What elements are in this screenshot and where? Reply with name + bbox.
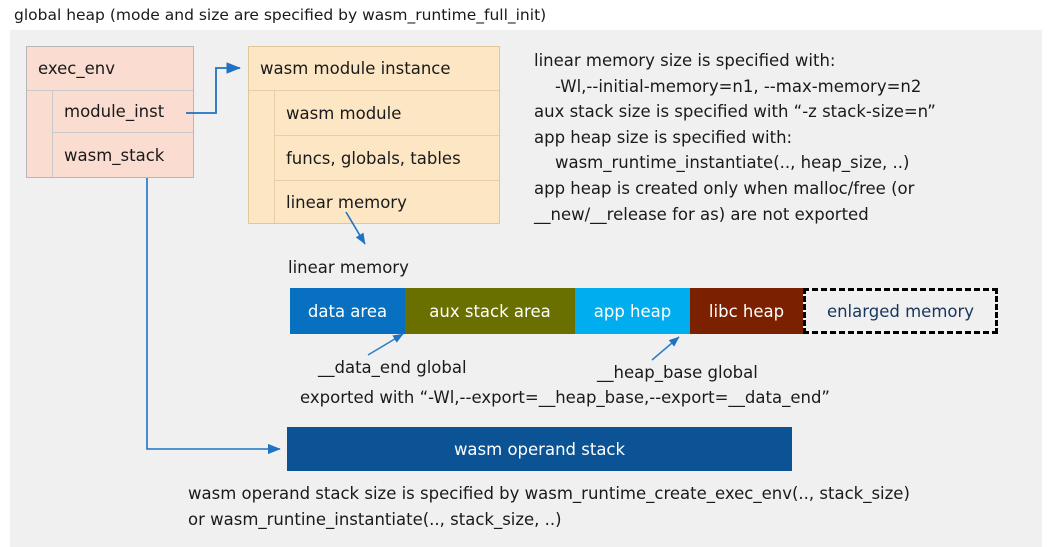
wasm-operand-stack-bar: wasm operand stack	[287, 427, 792, 471]
exec-env-row-module-inst: module_inst	[52, 91, 193, 133]
memory-segment-aux-stack-area: aux stack area	[405, 288, 575, 334]
module-instance-header: wasm module instance	[249, 47, 499, 91]
memory-segment-app-heap: app heap	[575, 288, 690, 334]
annotation-heap-base: __heap_base global	[597, 363, 758, 382]
memory-segment-data-area: data area	[290, 288, 405, 334]
module-instance-row-funcs-globals-tables: funcs, globals, tables	[274, 136, 499, 181]
memory-segment-enlarged-memory: enlarged memory	[803, 288, 998, 334]
annotation-export-note: exported with “-Wl,--export=__heap_base,…	[300, 388, 830, 407]
module-instance-row-wasm-module: wasm module	[274, 91, 499, 136]
memory-segment-libc-heap: libc heap	[690, 288, 803, 334]
exec-env-row-wasm-stack: wasm_stack	[52, 133, 193, 177]
linear-memory-notes: linear memory size is specified with: -W…	[534, 51, 936, 224]
operand-stack-footnote: wasm operand stack size is specified by …	[188, 484, 910, 529]
exec-env-header: exec_env	[27, 47, 193, 91]
module-instance-row-linear-memory: linear memory	[274, 181, 499, 223]
page-title: global heap (mode and size are specified…	[14, 6, 547, 24]
annotation-data-end: __data_end global	[318, 358, 467, 377]
linear-memory-bar-label: linear memory	[288, 258, 409, 277]
